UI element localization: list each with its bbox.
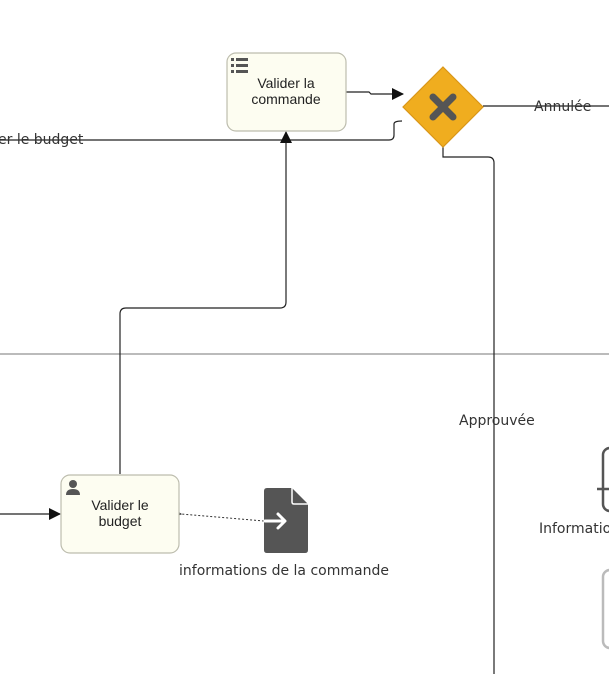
data-object-partial-right[interactable]: Information xyxy=(539,446,609,537)
label-budget-partial: er le budget xyxy=(0,132,84,148)
task-budget-label-line1: Valider le xyxy=(91,497,149,513)
task-valider-le-budget[interactable]: Valider le budget xyxy=(60,474,180,554)
partial-element-bottom-right[interactable] xyxy=(601,568,609,650)
flow-gateway-approuvee[interactable] xyxy=(442,147,495,674)
data-object-informations-commande[interactable]: informations de la commande xyxy=(179,488,389,579)
list-icon xyxy=(231,58,248,73)
task-valider-la-commande[interactable]: Valider la commande xyxy=(226,52,347,132)
association-data-to-budget[interactable] xyxy=(181,514,265,522)
flow-commande-to-gateway[interactable] xyxy=(346,88,404,100)
task-budget-label-line2: budget xyxy=(99,513,142,529)
user-icon xyxy=(66,480,80,495)
task-commande-label-line2: commande xyxy=(251,91,320,107)
data-object-label: informations de la commande xyxy=(179,563,389,579)
exclusive-gateway[interactable] xyxy=(402,66,484,148)
task-commande-label-line1: Valider la xyxy=(257,75,315,91)
label-annulee: Annulée xyxy=(534,99,591,115)
x-icon xyxy=(429,93,457,121)
data-object-partial-label: Information xyxy=(539,521,609,537)
label-approuvee: Approuvée xyxy=(459,413,535,429)
flow-budget-to-commande[interactable] xyxy=(119,131,292,474)
flow-budget-loop-to-commande[interactable] xyxy=(0,120,403,141)
